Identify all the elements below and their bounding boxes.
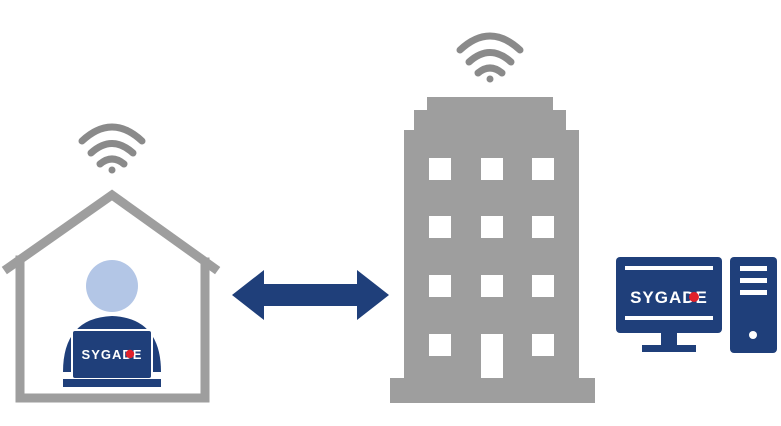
laptop-logo: SYGADE <box>82 347 143 362</box>
home-wifi-icon <box>78 123 146 174</box>
office-wifi-icon <box>456 32 524 83</box>
desktop-computer-icon: SYGADE <box>616 257 777 353</box>
building-door <box>481 334 503 378</box>
double-arrow-icon <box>232 270 389 320</box>
person-head <box>86 260 138 312</box>
monitor-icon: SYGADE <box>616 257 722 352</box>
laptop-icon: SYGADE <box>63 329 161 387</box>
building-icon <box>390 97 595 403</box>
monitor-logo: SYGADE <box>630 288 708 307</box>
house-icon <box>1 189 221 403</box>
computer-tower-icon <box>730 257 777 353</box>
building-windows <box>429 158 554 356</box>
